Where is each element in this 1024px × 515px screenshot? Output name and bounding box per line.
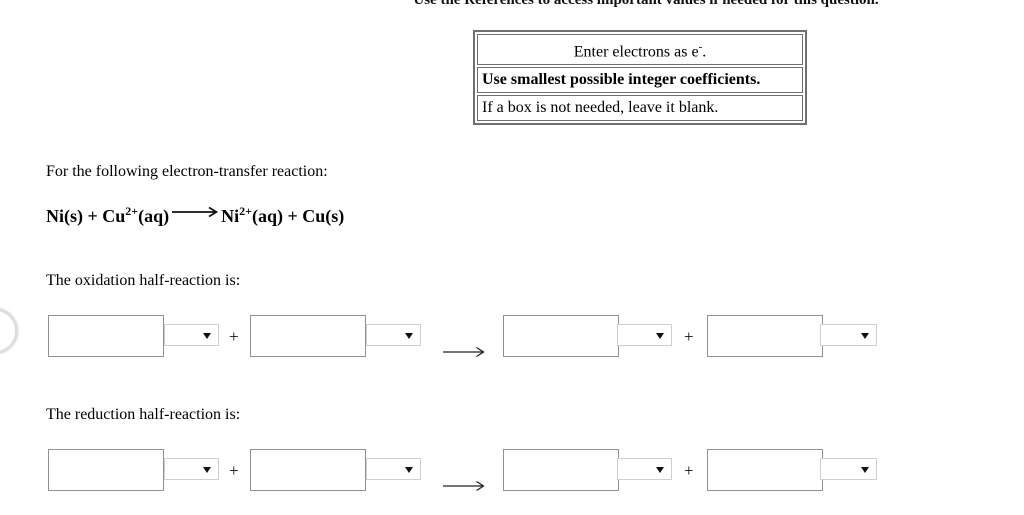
charge-superscript: 2+: [125, 204, 139, 218]
dropdown-caret-icon: [656, 333, 664, 339]
oxidation-section-label: The oxidation half-reaction is:: [46, 272, 241, 289]
oxidation-product2-formula-input[interactable]: [707, 315, 823, 357]
selected-state: [367, 325, 420, 327]
reaction-arrow-icon: [443, 346, 485, 358]
dropdown-caret-icon: [861, 467, 869, 473]
reduction-product2-formula-input[interactable]: [707, 449, 823, 491]
selected-state: [618, 459, 671, 461]
species-ni-s: Ni(s): [46, 206, 83, 226]
selected-state: [367, 459, 420, 461]
instruction-row-coefficients: Use smallest possible integer coefficien…: [477, 67, 803, 94]
dropdown-caret-icon: [405, 467, 413, 473]
selected-state: [821, 459, 876, 461]
oxidation-product1-formula-input[interactable]: [503, 315, 619, 357]
plus-operator: +: [229, 327, 239, 346]
reduction-product1-state-select[interactable]: [617, 458, 672, 480]
plus-operator: +: [229, 461, 239, 480]
reduction-reactant2-state-select[interactable]: [366, 458, 421, 480]
dropdown-caret-icon: [861, 333, 869, 339]
dropdown-caret-icon: [203, 333, 211, 339]
reduction-answer-row: + +: [0, 449, 1024, 493]
selected-state: [165, 459, 218, 461]
species-ni-ion: Ni2+(aq): [221, 204, 283, 226]
oxidation-product2-state-select[interactable]: [820, 324, 877, 346]
question-prompt: For the following electron-transfer reac…: [46, 163, 328, 180]
oxidation-reactant1-formula-input[interactable]: [48, 315, 164, 357]
reduction-product2-state-select[interactable]: [820, 458, 877, 480]
reduction-product1-formula-input[interactable]: [503, 449, 619, 491]
instructions-box: Enter electrons as e-. Use smallest poss…: [473, 30, 807, 126]
oxidation-reactant2-state-select[interactable]: [366, 324, 421, 346]
reduction-section-label: The reduction half-reaction is:: [46, 406, 241, 423]
reaction-arrow-icon: [443, 480, 485, 492]
instruction-row-blank: If a box is not needed, leave it blank.: [477, 95, 803, 122]
oxidation-reactant2-formula-input[interactable]: [250, 315, 366, 357]
charge-superscript: 2+: [239, 204, 252, 218]
plus-operator: +: [287, 206, 298, 226]
instruction-text-end: .: [702, 43, 707, 61]
oxidation-reactant1-state-select[interactable]: [164, 324, 219, 346]
selected-state: [618, 325, 671, 327]
plus-operator: +: [87, 206, 98, 226]
reduction-reactant1-state-select[interactable]: [164, 458, 219, 480]
selected-state: [165, 325, 218, 327]
reaction-equation: Ni(s) + Cu2+(aq) Ni2+(aq) + Cu(s): [46, 204, 344, 227]
dropdown-caret-icon: [405, 333, 413, 339]
selected-state: [821, 325, 876, 327]
species-cu-ion: Cu2+(aq): [102, 204, 170, 226]
plus-operator: +: [684, 327, 694, 346]
dropdown-caret-icon: [656, 467, 664, 473]
dropdown-caret-icon: [203, 467, 211, 473]
reduction-reactant1-formula-input[interactable]: [48, 449, 164, 491]
instruction-row-electrons: Enter electrons as e-.: [477, 34, 803, 66]
instruction-text: Enter electrons as e: [573, 43, 699, 61]
references-note: Use the References to access important v…: [413, 0, 879, 8]
right-arrow-icon: [172, 206, 219, 218]
reduction-reactant2-formula-input[interactable]: [250, 449, 366, 491]
superscript-minus: -: [698, 41, 703, 53]
oxidation-product1-state-select[interactable]: [617, 324, 672, 346]
oxidation-answer-row: + +: [0, 315, 1024, 359]
species-cu-s: Cu(s): [302, 206, 345, 226]
plus-operator: +: [684, 461, 694, 480]
